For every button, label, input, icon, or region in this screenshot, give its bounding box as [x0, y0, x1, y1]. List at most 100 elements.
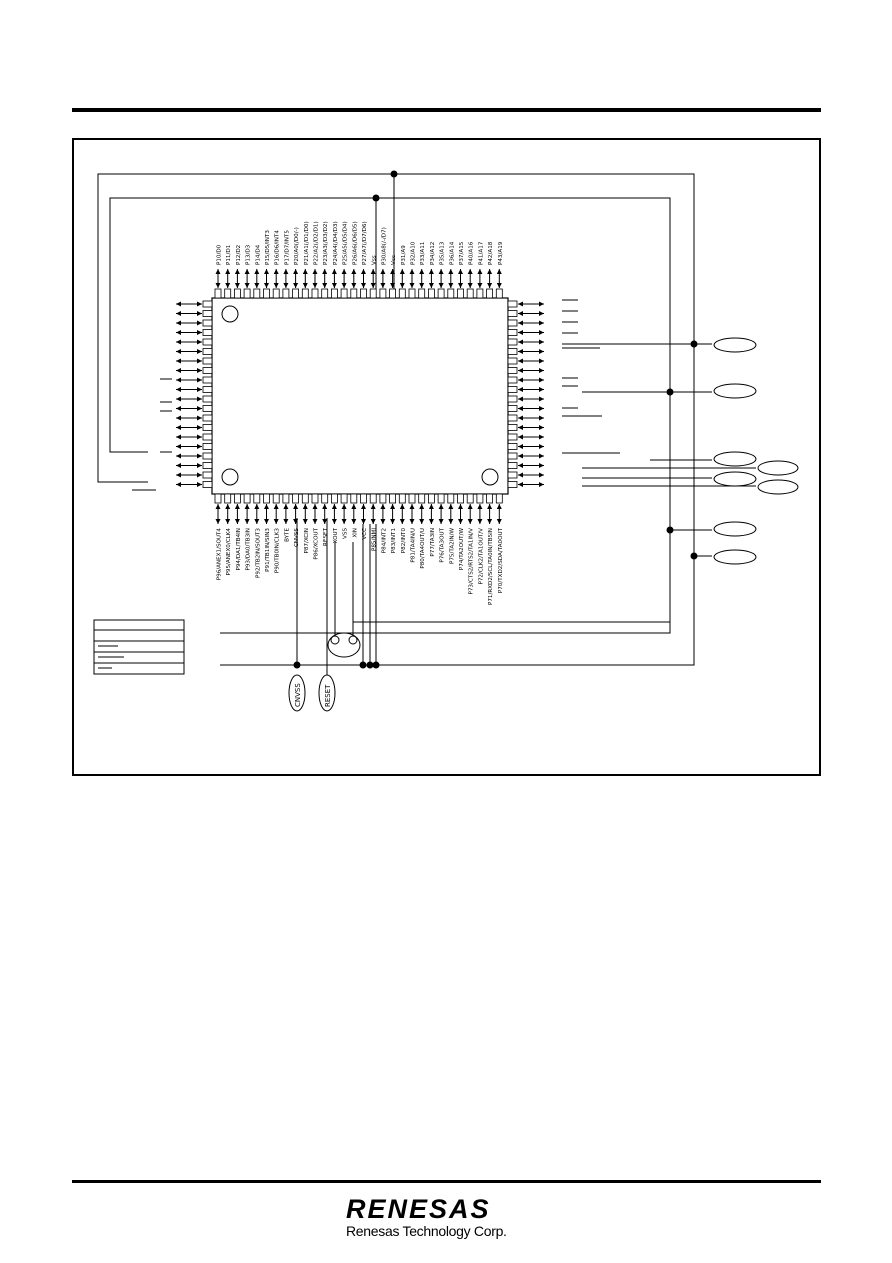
bottom-pin [360, 493, 367, 504]
oval-7 [713, 521, 757, 537]
top-pin [476, 288, 484, 299]
bottom-pin-label: P74/TA2OUT/W [459, 528, 465, 571]
top-pin-arrow [351, 269, 357, 288]
top-pin [214, 288, 222, 299]
top-pin-label: P27/A7(/D7/D6) [362, 221, 368, 265]
top-pin-arrow [390, 269, 396, 288]
bottom-pin-arrow [428, 504, 434, 524]
bottom-pin [427, 493, 435, 504]
bottom-pin [408, 493, 416, 504]
right-pin [507, 462, 518, 469]
top-pin-arrow [331, 269, 337, 288]
right-pin [507, 357, 518, 365]
top-pin-label: P17/D7/INT5 [284, 230, 290, 265]
bottom-pin-arrow [380, 504, 386, 524]
top-pin [233, 288, 241, 299]
top-pin-label: P10/D0 [217, 244, 223, 265]
oval-6 [757, 479, 799, 495]
bottom-wires [293, 518, 670, 678]
bottom-pin [350, 493, 358, 504]
bottom-pin-label: XOUT [333, 527, 339, 543]
bottom-pin-label: P75/TA2IN/W [449, 528, 455, 564]
right-pin [507, 443, 518, 450]
left-pin [202, 395, 213, 403]
bottom-pin-label: VCC [362, 528, 368, 540]
bottom-pin-label: P92/TB2IN/SOUT3 [255, 528, 261, 578]
top-pin-arrow [458, 269, 463, 288]
top-pin-arrow [312, 269, 318, 288]
bottom-pin-arrow [341, 504, 347, 524]
top-pin-arrow [496, 269, 502, 288]
top-pin-label: P24/A4(/D4/D3) [333, 221, 339, 265]
bottom-pin-label: P73/CTS2/RTS2/TA1IN/V [469, 528, 475, 595]
top-pin-label: P31/A9 [401, 245, 407, 265]
top-pin-arrow [361, 269, 366, 288]
top-pin-label: P42/A18 [488, 241, 494, 265]
top-pin-arrow [234, 269, 240, 288]
top-pin-arrow [225, 269, 231, 288]
top-pin-arrow [399, 269, 405, 288]
header-rule [72, 108, 821, 112]
left-pin [202, 338, 213, 346]
top-pin-label: P11/D1 [226, 244, 232, 265]
top-pin-label: P43/A19 [498, 241, 504, 265]
bottom-pin [389, 493, 397, 504]
diagram-frame [72, 138, 821, 776]
top-pin [369, 288, 377, 299]
top-pin-arrow [487, 269, 493, 288]
bottom-pin-arrow [448, 504, 454, 524]
bottom-pin-label: VSS [343, 528, 349, 539]
bottom-pin-label: P96/ANEX1/SOUT4 [217, 528, 223, 581]
left-pin [202, 367, 213, 374]
top-pin [311, 288, 319, 299]
right-pin [507, 471, 518, 479]
top-pin-label: P34/A12 [430, 242, 436, 265]
top-pin-label: P35/A13 [440, 241, 446, 265]
top-pin-arrow [293, 269, 299, 288]
bottom-pin-arrow [283, 504, 289, 524]
bottom-pin-label: P70/TXD2/SDA/TA0OUT [498, 527, 504, 593]
top-pin-arrow [428, 269, 434, 288]
pin-group [176, 269, 544, 524]
side-label-marks [132, 299, 620, 491]
bottom-pin [243, 493, 251, 504]
right-pin [507, 367, 518, 374]
bottom-pin-label: XIN [352, 528, 358, 538]
logo-company-name: Renesas Technology Corp. [346, 1223, 507, 1239]
right-pin [507, 414, 518, 422]
corner-marker-bl [221, 468, 239, 486]
bottom-pin-arrow [225, 504, 231, 524]
top-pin-arrow [380, 269, 386, 288]
top-pin [263, 288, 270, 299]
top-pin [292, 288, 300, 299]
bottom-pin [457, 493, 464, 504]
top-pin [301, 288, 309, 299]
bottom-pin-arrow [215, 504, 221, 524]
bottom-pin [330, 493, 338, 504]
top-pin-label: P26/A6(/D6/D5) [352, 221, 358, 265]
bottom-pin [233, 493, 241, 504]
left-pin [202, 443, 213, 450]
bottom-pin-label: BYTE [284, 528, 290, 542]
bottom-pin [398, 493, 406, 504]
bottom-pin-arrow [477, 504, 483, 524]
bottom-pin [214, 493, 222, 504]
renesas-logo: RENESAS Renesas Technology Corp. [346, 1196, 546, 1240]
bottom-pin-label: P81/TA4IN/U [411, 528, 417, 563]
top-pin-arrow [215, 269, 221, 288]
corner-marker-br [481, 468, 499, 486]
left-pin [202, 329, 213, 336]
right-pin [507, 386, 518, 393]
oval-5 [713, 471, 757, 487]
top-pin-label: Vcc [391, 255, 397, 265]
top-pin-arrow [448, 269, 454, 288]
bottom-pin-arrow [438, 504, 444, 524]
left-pin [202, 357, 213, 365]
left-pin [202, 348, 213, 355]
top-pin-arrow [438, 269, 444, 288]
left-pin [202, 462, 213, 469]
top-pin-arrow [341, 269, 347, 288]
bottom-pin-label: P90/TB0IN/CLK3 [275, 528, 281, 574]
bottom-pin-arrow [322, 504, 328, 524]
right-pin [507, 300, 518, 308]
